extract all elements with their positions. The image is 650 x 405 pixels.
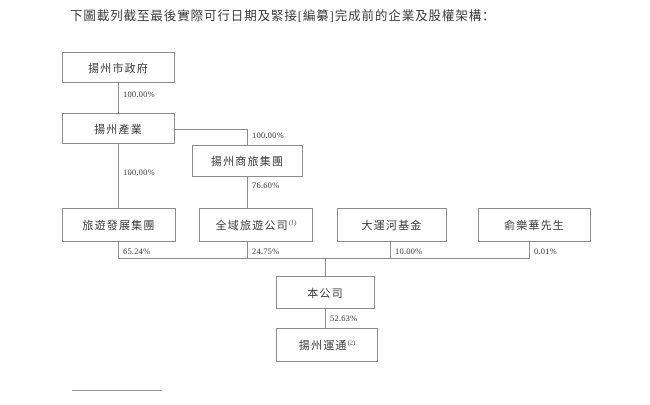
connector-lvyou-drop bbox=[118, 242, 119, 258]
connector-yu-drop bbox=[529, 242, 530, 258]
percent-gov-to-industry: 100.00% bbox=[122, 89, 156, 99]
connector-industry-right-stub bbox=[175, 129, 247, 130]
connector-fund-drop bbox=[390, 242, 391, 258]
connector-shareholder-bus bbox=[118, 258, 530, 259]
node-lvyou-development-group[interactable]: 旅遊發展集團 bbox=[62, 208, 176, 242]
node-label: 全域旅遊公司(1) bbox=[215, 219, 297, 232]
connector-company-to-yuntong bbox=[325, 309, 326, 328]
connector-shanglv-to-quanyu bbox=[247, 177, 248, 208]
connector-industry-to-shanglv bbox=[247, 129, 248, 145]
node-quanyu-tourism-company[interactable]: 全域旅遊公司(1) bbox=[199, 208, 313, 242]
node-label: 本公司 bbox=[307, 287, 344, 300]
connector-industry-to-lvyou bbox=[118, 143, 119, 208]
percent-company-to-yuntong: 52.63% bbox=[329, 313, 359, 323]
node-yangzhou-industry[interactable]: 揚州產業 bbox=[62, 113, 175, 144]
connector-bus-to-company bbox=[325, 258, 326, 276]
node-label: 揚州運通(2) bbox=[298, 339, 356, 352]
percent-lvyou-to-company: 65.24% bbox=[122, 246, 152, 256]
connector-quanyu-drop bbox=[247, 242, 248, 258]
node-label: 俞樂華先生 bbox=[504, 220, 565, 232]
node-label: 大運河基金 bbox=[361, 220, 423, 232]
node-footnote-marker: (2) bbox=[347, 339, 356, 347]
percent-shanglv-to-quanyu: 76.60% bbox=[251, 180, 281, 190]
node-footnote-marker: (1) bbox=[288, 219, 297, 227]
percent-yu-to-company: 0.01% bbox=[533, 246, 558, 256]
node-mr-yu[interactable]: 俞樂華先生 bbox=[478, 208, 591, 242]
node-dayunhe-fund[interactable]: 大運河基金 bbox=[337, 208, 447, 242]
node-label: 揚州商旅集團 bbox=[210, 156, 285, 168]
percent-industry-to-lvyou: 100.00% bbox=[122, 167, 156, 177]
page-heading: 下圖載列截至最後實際可行日期及緊接[編纂]完成前的企業及股權架構： bbox=[70, 9, 496, 23]
node-label: 揚州市政府 bbox=[88, 62, 149, 75]
node-label: 旅遊發展集團 bbox=[82, 220, 156, 232]
node-label: 揚州產業 bbox=[94, 123, 143, 136]
node-the-company[interactable]: 本公司 bbox=[276, 276, 375, 309]
node-yangzhou-yuntong[interactable]: 揚州運通(2) bbox=[276, 328, 378, 362]
percent-industry-to-shanglv: 100.00% bbox=[251, 130, 285, 140]
percent-quanyu-to-company: 24.75% bbox=[251, 246, 281, 256]
node-yangzhou-government[interactable]: 揚州市政府 bbox=[62, 52, 175, 83]
percent-fund-to-company: 10.00% bbox=[394, 246, 424, 256]
node-shanglv-group[interactable]: 揚州商旅集團 bbox=[192, 145, 303, 177]
footnote-separator-rule bbox=[72, 390, 162, 391]
connector-gov-to-industry bbox=[118, 82, 119, 113]
